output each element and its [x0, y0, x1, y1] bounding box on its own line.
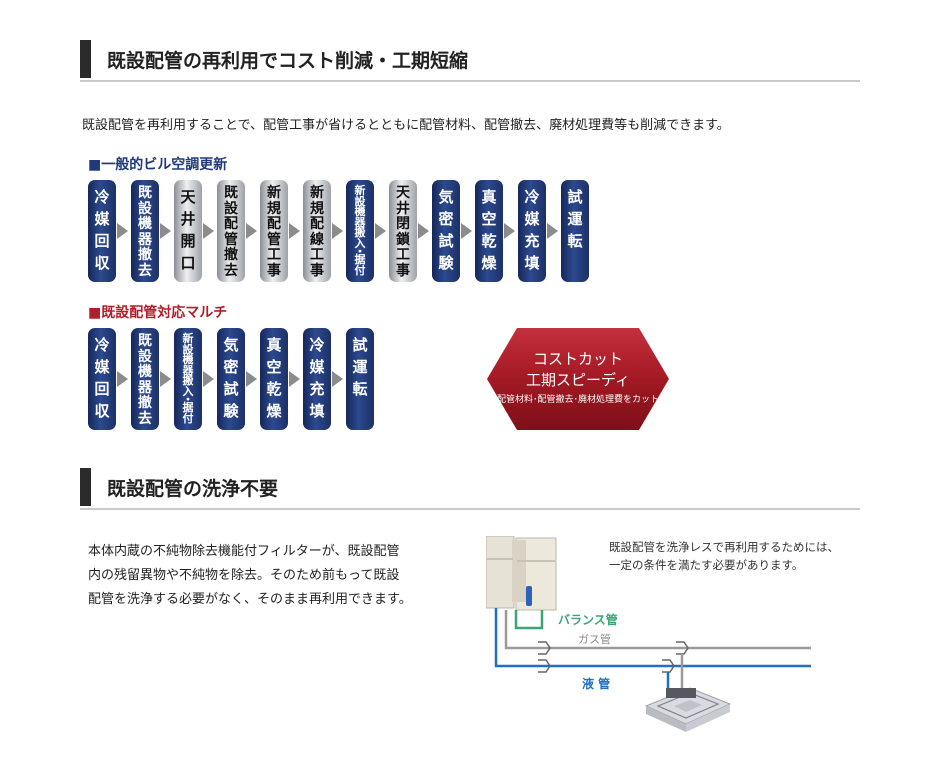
flow-step: 既設配管撤去 [217, 180, 245, 282]
flow-step: 新規配管工事 [260, 180, 288, 282]
flow-arrow-icon [203, 371, 214, 387]
flow-arrow-icon [203, 223, 214, 239]
flow-label-multi: ■既設配管対応マルチ [88, 305, 228, 321]
flow-arrow-icon [332, 223, 343, 239]
filter-component [526, 586, 532, 606]
cost-cut-line2: 工期スピーディ [526, 371, 630, 389]
flow-step: 冷媒回収 [88, 180, 116, 282]
branch-joint-icon [538, 641, 689, 673]
flow-step: 既設機器撤去 [131, 328, 159, 430]
flow-step: 新規配線工事 [303, 180, 331, 282]
piping-diagram: バランス管 ガス管 液 管 [486, 536, 811, 732]
flow-step: 試運転 [561, 180, 589, 282]
diagram-note: 既設配管を洗浄レスで再利用するためには、 一定の条件を満たす必要があります。 [609, 538, 839, 574]
paragraph-line: 本体内蔵の不純物除去機能付フィルターが、既設配管 [88, 544, 400, 559]
gas-pipe-label: ガス管 [578, 632, 611, 646]
flow-step: 天井開口 [174, 180, 202, 282]
note-line: 既設配管を洗浄レスで再利用するためには、 [609, 540, 839, 554]
flow-arrow-icon [246, 371, 257, 387]
section-paragraph: 本体内蔵の不純物除去機能付フィルターが、既設配管 内の残留異物や不純物を除去。そ… [88, 540, 412, 612]
indoor-cassette-unit-illustration [644, 687, 732, 732]
flow-step: 天井閉鎖工事 [389, 180, 417, 282]
flow-label-general: ■一般的ビル空調更新 [88, 157, 228, 173]
gas-pipe-line [504, 610, 811, 650]
flow-arrow-icon [504, 223, 515, 239]
paragraph-line: 配管を洗浄する必要がなく、そのまま再利用できます。 [88, 592, 412, 607]
note-line: 一定の条件を満たす必要があります。 [609, 558, 804, 572]
flow-step: 冷媒充填 [518, 180, 546, 282]
flow-multi: コストカット 工期スピーディ 配管材料･配管撤去･廃材処理費をカット 冷媒回収既… [88, 328, 688, 432]
flow-arrow-icon [160, 371, 171, 387]
section-title: 既設配管の洗浄不要 [107, 478, 279, 500]
flow-arrow-icon [246, 223, 257, 239]
flow-step: 真空乾燥 [475, 180, 503, 282]
flow-arrow-icon [117, 371, 128, 387]
flow-arrow-icon [375, 223, 386, 239]
cost-cut-arrow: コストカット 工期スピーディ 配管材料･配管撤去･廃材処理費をカット [487, 328, 669, 430]
flow-arrow-icon [547, 223, 558, 239]
flow-step: 気密試験 [432, 180, 460, 282]
flow-step: 気密試験 [217, 328, 245, 430]
flow-general: 冷媒回収既設機器撤去天井開口既設配管撤去新規配管工事新規配線工事新設機器搬入・据… [88, 180, 648, 284]
flow-step: 既設機器撤去 [131, 180, 159, 282]
cost-cut-line1: コストカット [532, 350, 623, 368]
paragraph-line: 内の残留異物や不純物を除去。そのため前もって既設 [88, 568, 400, 583]
flow-arrow-icon [332, 371, 343, 387]
flow-arrow-icon [418, 223, 429, 239]
section-description: 既設配管を再利用することで、配管工事が省けるとともに配管材料、配管撤去、廃材処理… [82, 118, 730, 133]
liquid-pipe-label: 液 管 [582, 676, 610, 691]
flow-arrow-icon [117, 223, 128, 239]
flow-arrow-icon [289, 371, 300, 387]
flow-step: 新設機器搬入・据付 [346, 180, 374, 282]
flow-arrow-icon [461, 223, 472, 239]
section-heading-cost: 既設配管の再利用でコスト削減・工期短縮 [80, 40, 860, 82]
flow-arrow-icon [289, 223, 300, 239]
heading-bar [80, 40, 91, 78]
cost-cut-line3: 配管材料･配管撤去･廃材処理費をカット [496, 395, 659, 405]
outdoor-unit-illustration [486, 536, 557, 611]
section-title: 既設配管の再利用でコスト削減・工期短縮 [107, 50, 469, 72]
liquid-pipe-line [494, 608, 811, 668]
flow-step: 新設機器搬入・据付 [174, 328, 202, 430]
double-arrow-shape [487, 328, 669, 430]
flow-step: 試運転 [346, 328, 374, 430]
flow-step: 冷媒充填 [303, 328, 331, 430]
balance-pipe-line [514, 610, 544, 630]
flow-step: 冷媒回収 [88, 328, 116, 430]
flow-step: 真空乾燥 [260, 328, 288, 430]
balance-pipe-label: バランス管 [558, 612, 618, 627]
heading-bar [80, 468, 91, 506]
section-heading-cleaning: 既設配管の洗浄不要 [80, 468, 860, 510]
flow-arrow-icon [160, 223, 171, 239]
